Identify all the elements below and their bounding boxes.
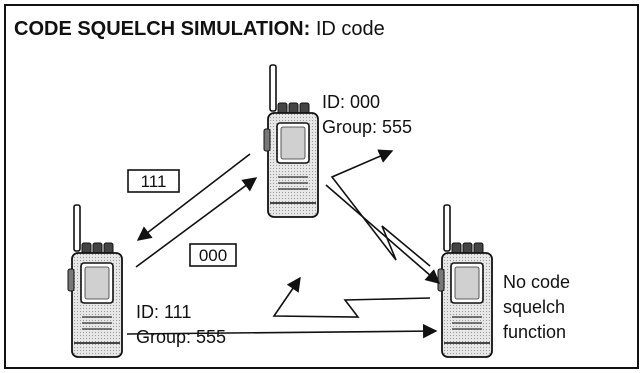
- code-box-000-text: 000: [199, 246, 227, 265]
- left-radio-group-label: Group: 555: [136, 327, 226, 347]
- top-radio-group-label: Group: 555: [322, 117, 412, 137]
- title-bold: CODE SQUELCH SIMULATION:: [14, 18, 310, 40]
- left-radio-id-label: ID: 111: [136, 302, 191, 322]
- code-box-111-text: 111: [141, 172, 167, 191]
- title-rest: ID code: [310, 18, 384, 40]
- code-box-111: 111: [128, 170, 179, 192]
- right-radio-label-line-1: No code: [503, 272, 570, 292]
- top-radio-id-label: ID: 000: [322, 92, 380, 112]
- right-radio-label-line-3: function: [503, 322, 566, 342]
- diagram-title: CODE SQUELCH SIMULATION: ID code: [14, 18, 385, 40]
- code-box-000: 000: [190, 244, 236, 266]
- right-radio-label-line-2: squelch: [503, 297, 565, 317]
